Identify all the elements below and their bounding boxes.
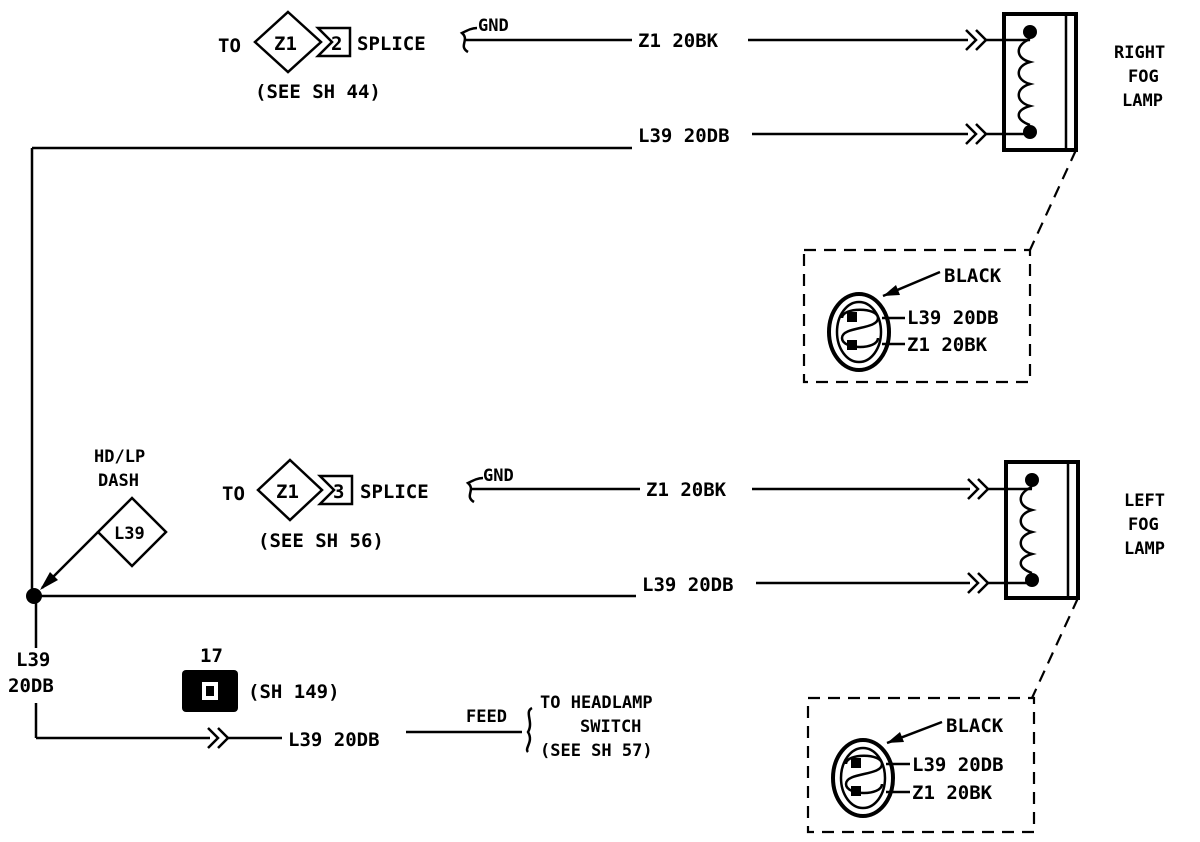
bottom-ground-wire: GND Z1 20BK [465, 466, 1032, 504]
top-ground-wire: GND Z1 20BK [459, 16, 1030, 54]
right-connector-pin1: L39 20DB [907, 307, 999, 329]
right-lamp-label-1: RIGHT [1114, 43, 1165, 63]
connector-arrow-icon [965, 123, 988, 145]
connector-arrow-icon [967, 572, 990, 594]
top-gnd-label: GND [478, 16, 509, 36]
connector-leader-line [1029, 149, 1077, 251]
top-splice-label: SPLICE [357, 33, 426, 55]
filament-coil-icon [1017, 37, 1035, 127]
bottom-splice-see: (SEE SH 56) [258, 530, 384, 552]
terminal-dot-icon [1023, 25, 1037, 39]
top-splice-reference: TO Z1 2 SPLICE (SEE SH 44) [218, 10, 426, 103]
splice-junction-dot-icon [26, 588, 42, 604]
left-lamp-body [1004, 460, 1080, 600]
left-lamp-feed-wire: L39 20DB [34, 572, 1032, 598]
left-connector-color: BLACK [946, 715, 1004, 737]
filament-coil-icon [1019, 485, 1037, 575]
wire-break-icon [459, 26, 478, 54]
left-lamp-label-3: LAMP [1124, 539, 1165, 559]
junction-label-2: DASH [98, 471, 139, 491]
main-l39-wire: L39 20DB [8, 148, 282, 749]
left-lamp-connector-detail: BLACK L39 20DB Z1 20BK [806, 696, 1036, 834]
connector-face-icon [831, 738, 895, 818]
connector-leader-line [1031, 597, 1079, 699]
splice-number-box [316, 474, 354, 506]
main-wire-label-1: L39 [16, 649, 50, 671]
right-lamp-body [1002, 12, 1078, 152]
bottom-splice-number: 3 [333, 481, 344, 503]
right-lamp-label-2: FOG [1128, 67, 1159, 87]
headlamp-to-line-1: TO HEADLAMP [540, 693, 653, 713]
wire-break-icon [465, 476, 484, 504]
connector-arrow-icon [967, 478, 990, 500]
splice-number-box [314, 26, 352, 58]
terminal-dot-icon [1025, 573, 1039, 587]
junction-circuit: L39 [114, 524, 145, 544]
headlamp-to-line-3: (SEE SH 57) [540, 741, 653, 761]
connector-face-icon [827, 292, 891, 372]
right-lamp-feed-wire: L39 20DB [32, 123, 1030, 150]
bottom-splice-reference: TO Z1 3 SPLICE (SEE SH 56) [222, 458, 429, 552]
bottom-splice-to: TO [222, 483, 245, 505]
headlamp-switch-feed: L39 20DB FEED TO HEADLAMP SWITCH (SEE SH… [288, 693, 653, 761]
bottom-gnd-label: GND [483, 466, 514, 486]
headlamp-feed-label: FEED [466, 707, 507, 727]
terminal-dot-icon [1025, 473, 1039, 487]
right-lamp-connector-detail: BLACK L39 20DB Z1 20BK [802, 248, 1032, 384]
left-feed-wire-label: L39 20DB [642, 574, 734, 596]
connector-detail-box [802, 248, 1032, 384]
right-fog-lamp: RIGHT FOG LAMP [1002, 12, 1165, 152]
top-splice-circuit: Z1 [274, 33, 297, 55]
top-splice-to: TO [218, 35, 241, 57]
splice-diamond-icon [253, 10, 323, 74]
connector-arrow-icon [965, 29, 988, 51]
right-connector-pin2: Z1 20BK [907, 334, 988, 356]
left-connector-pin1: L39 20DB [912, 754, 1004, 776]
top-ground-wire-label: Z1 20BK [638, 30, 719, 52]
top-splice-number: 2 [331, 33, 342, 55]
top-splice-see: (SEE SH 44) [255, 81, 381, 103]
bottom-splice-circuit: Z1 [276, 481, 299, 503]
connector-17: 17 (SH 149) [182, 645, 340, 712]
junction-label-1: HD/LP [94, 447, 145, 467]
headlamp-wire-label: L39 20DB [288, 729, 380, 751]
right-connector-color: BLACK [944, 265, 1002, 287]
left-lamp-label-2: FOG [1128, 515, 1159, 535]
wire-break-icon [525, 706, 533, 753]
connector-17-number: 17 [200, 645, 223, 667]
left-lamp-label-1: LEFT [1124, 491, 1165, 511]
right-feed-wire-label: L39 20DB [638, 125, 730, 147]
headlamp-to-line-2: SWITCH [580, 717, 641, 737]
connector-17-ref: (SH 149) [248, 681, 340, 703]
terminal-dot-icon [1023, 125, 1037, 139]
right-lamp-label-3: LAMP [1122, 91, 1163, 111]
bottom-ground-wire-label: Z1 20BK [646, 479, 727, 501]
left-connector-pin2: Z1 20BK [912, 782, 993, 804]
junction-diamond-icon [96, 496, 168, 568]
main-wire-label-2: 20DB [8, 675, 54, 697]
connector-arrow-icon [207, 727, 230, 749]
hd-lp-dash-junction: HD/LP DASH L39 [40, 447, 168, 590]
bottom-splice-label: SPLICE [360, 481, 429, 503]
splice-diamond-icon [256, 458, 324, 522]
left-fog-lamp: LEFT FOG LAMP [1004, 460, 1165, 600]
